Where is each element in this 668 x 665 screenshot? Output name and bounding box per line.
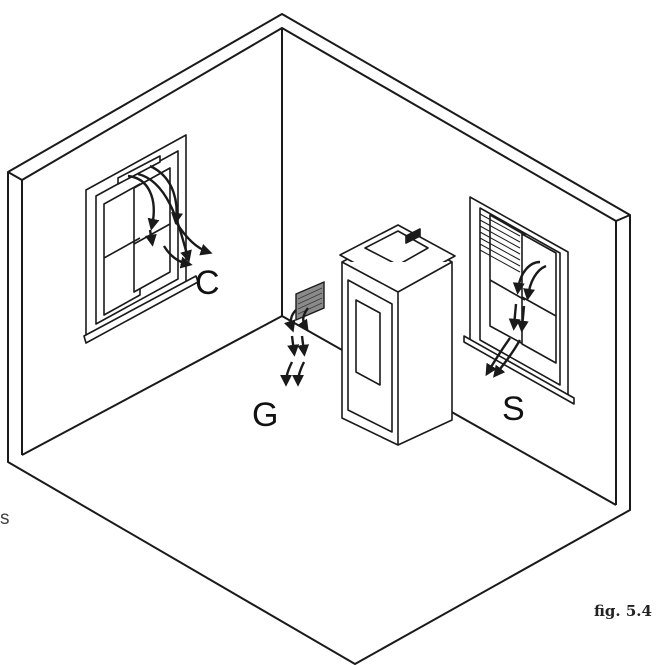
curved-arrow-icon bbox=[493, 339, 522, 378]
curved-arrow-icon bbox=[284, 309, 297, 333]
curved-arrow-icon bbox=[512, 260, 541, 295]
label-window-left: C bbox=[195, 264, 220, 302]
curved-arrow-icon bbox=[287, 335, 300, 357]
curved-arrow-icon bbox=[162, 245, 193, 269]
pellet-stove bbox=[339, 224, 456, 446]
window-right bbox=[463, 196, 575, 405]
label-window-right: S bbox=[502, 390, 525, 428]
airflow-arrows-vent bbox=[280, 307, 310, 387]
curved-arrow-icon bbox=[508, 303, 521, 331]
edge-text-fragment: s bbox=[0, 508, 10, 529]
floor-edge-left bbox=[21, 315, 283, 456]
wall-thickness-left bbox=[7, 171, 23, 455]
window-left bbox=[83, 134, 199, 344]
curved-arrow-icon bbox=[137, 172, 192, 263]
curved-arrow-icon bbox=[149, 164, 183, 225]
room-walls bbox=[7, 13, 631, 665]
curved-arrow-icon bbox=[144, 229, 157, 247]
curved-arrow-icon bbox=[523, 264, 547, 301]
airflow-arrows-left bbox=[127, 164, 213, 269]
curved-arrow-icon bbox=[516, 305, 529, 333]
curved-arrow-icon bbox=[280, 361, 294, 387]
label-vent: G bbox=[252, 396, 279, 434]
curved-arrow-icon bbox=[174, 221, 213, 256]
curved-arrow-icon bbox=[297, 335, 310, 357]
window-right-shutter bbox=[479, 213, 521, 273]
curved-arrow-icon bbox=[292, 361, 306, 387]
curved-arrow-icon bbox=[297, 307, 309, 332]
airflow-arrows-right bbox=[485, 260, 547, 378]
figure-caption: fig. 5.4 bbox=[594, 602, 652, 620]
curved-arrow-icon bbox=[485, 337, 511, 377]
wall-outline bbox=[7, 13, 631, 665]
wall-thickness-right bbox=[615, 214, 631, 222]
wall-vent bbox=[295, 280, 325, 322]
curved-arrow-icon bbox=[127, 174, 160, 231]
